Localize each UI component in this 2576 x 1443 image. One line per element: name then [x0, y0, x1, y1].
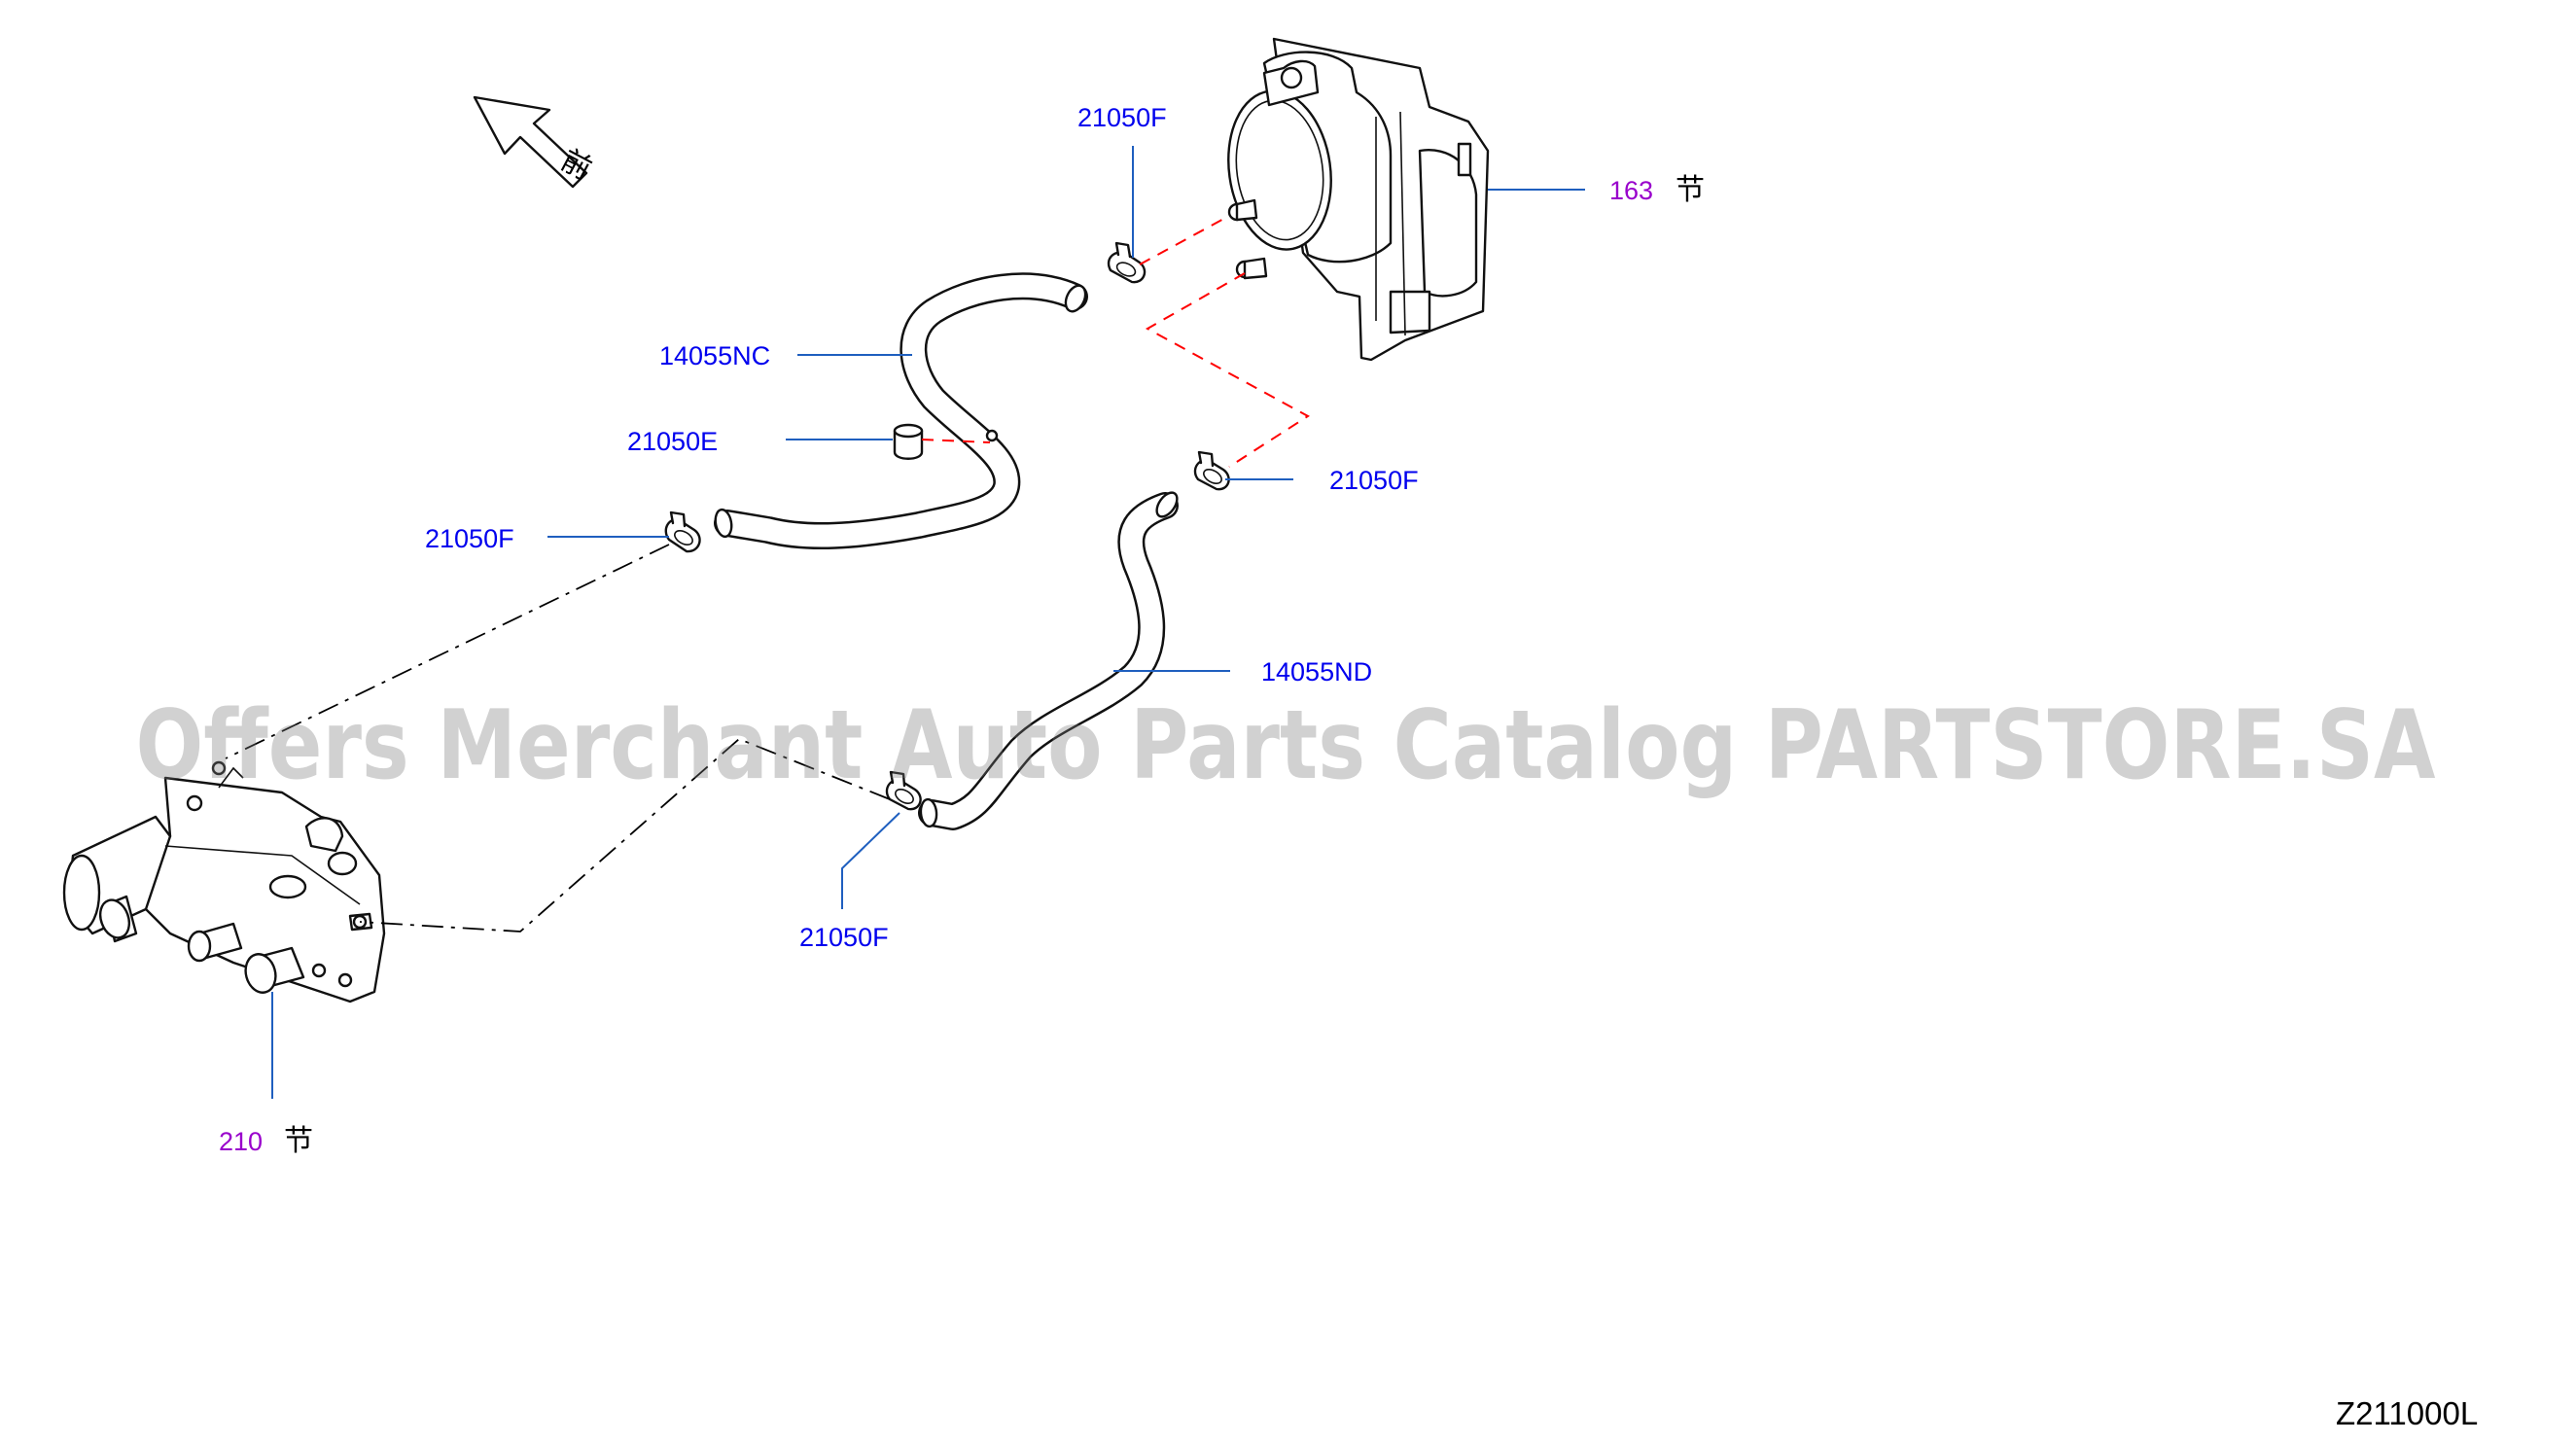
arrow-icon: [473, 95, 588, 189]
callout-throttle-body-ref-suffix: 节: [1676, 173, 1705, 207]
watermark: Offers Merchant Auto Parts Catalog PARTS…: [136, 690, 2436, 801]
connection-lines: [225, 215, 1310, 933]
hose-14055nc[interactable]: [714, 272, 1089, 549]
callout-throttle-body-ref[interactable]: 163: [1609, 176, 1653, 205]
callouts: 21050F 163 节 14055NC 21050E 21050F 21050…: [219, 103, 1705, 1158]
hose-14055nd[interactable]: [918, 489, 1182, 830]
plug-21050e[interactable]: [893, 423, 924, 460]
clamp-right[interactable]: [1193, 450, 1230, 491]
callout-clamp-right[interactable]: 21050F: [1329, 466, 1419, 495]
front-direction-arrow: 前: [473, 95, 597, 189]
leader-lines: [271, 146, 1585, 1099]
drawing-number: Z211000L: [2336, 1395, 2478, 1431]
throttle-body[interactable]: [1218, 37, 1490, 362]
callout-clamp-bottom[interactable]: 21050F: [799, 923, 889, 952]
water-outlet[interactable]: [62, 760, 386, 1003]
callout-hose-lower[interactable]: 14055ND: [1261, 657, 1372, 686]
callout-plug[interactable]: 21050E: [627, 427, 718, 456]
callout-water-outlet-ref[interactable]: 210: [219, 1127, 263, 1156]
clamp-left[interactable]: [664, 510, 701, 553]
clamp-bottom[interactable]: [885, 770, 922, 811]
callout-hose-upper[interactable]: 14055NC: [659, 341, 770, 370]
callout-throttle-clamp-top[interactable]: 21050F: [1077, 103, 1167, 132]
callout-clamp-left[interactable]: 21050F: [425, 524, 514, 553]
callout-water-outlet-ref-suffix: 节: [284, 1124, 313, 1158]
clamp-throttle-top[interactable]: [1107, 241, 1147, 284]
